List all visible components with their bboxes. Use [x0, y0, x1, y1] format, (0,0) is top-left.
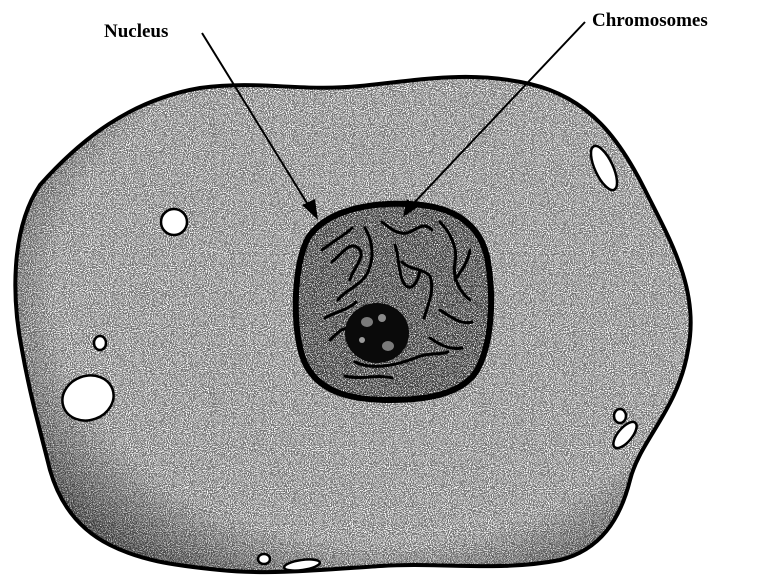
nucleus	[290, 195, 500, 410]
chromosomes-label: Chromosomes	[592, 10, 708, 31]
vacuole	[614, 409, 626, 423]
nucleolus	[345, 303, 409, 363]
chromosome	[345, 376, 392, 378]
vacuole	[258, 554, 270, 564]
vacuole	[94, 336, 106, 350]
vacuole	[161, 209, 187, 235]
nucleus-label: Nucleus	[104, 21, 168, 42]
